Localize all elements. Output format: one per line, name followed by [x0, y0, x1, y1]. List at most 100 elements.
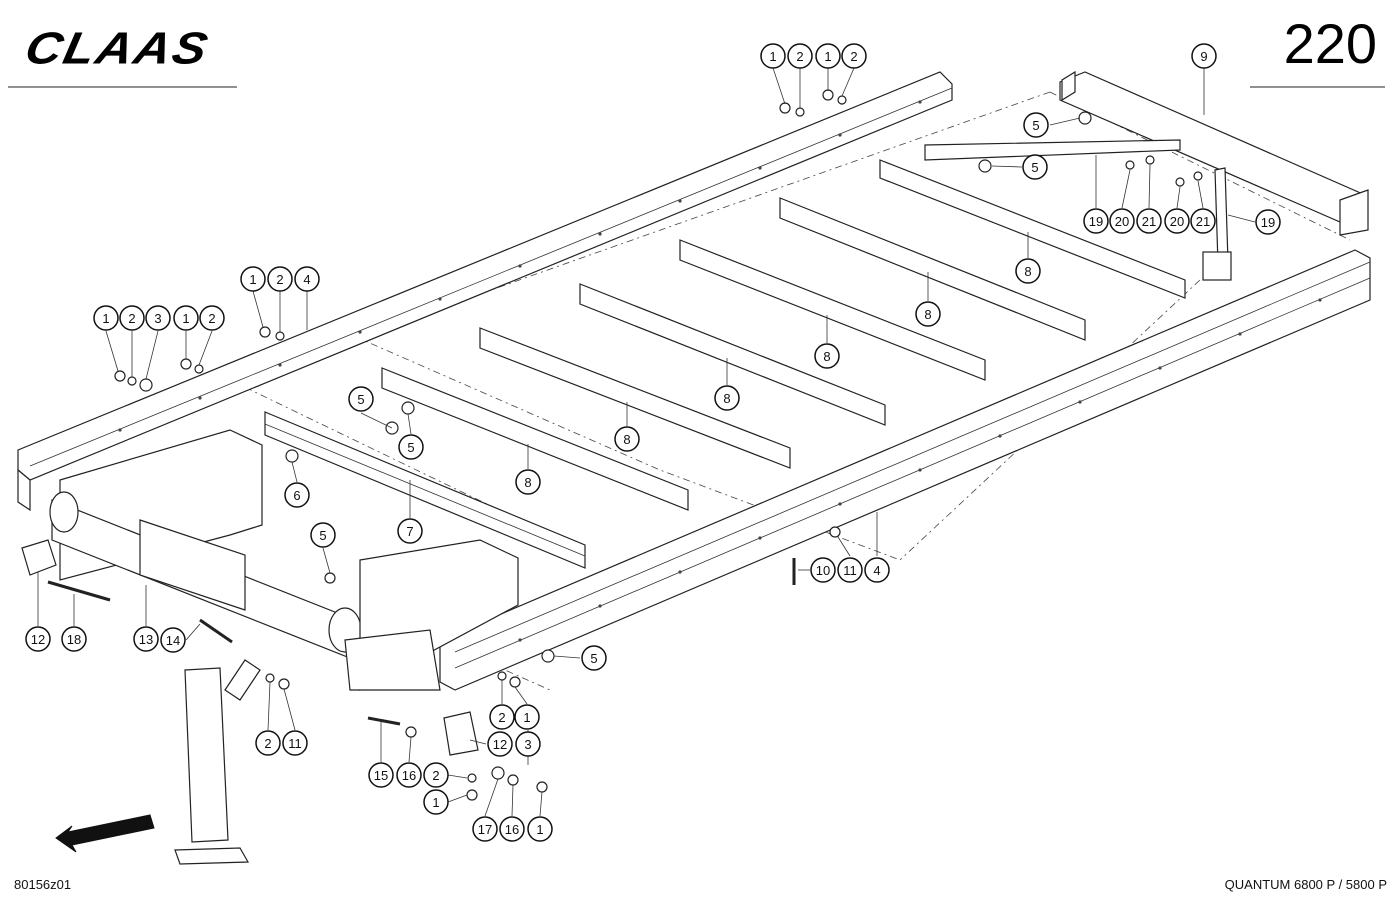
callout-label: 3 [524, 737, 531, 752]
callout-label: 1 [536, 822, 543, 837]
callout-label: 1 [102, 311, 109, 326]
callout-label: 8 [924, 307, 931, 322]
callout-label: 18 [67, 632, 81, 647]
callout-circle [133, 626, 159, 652]
callout-12: 12 [25, 626, 51, 652]
callout-label: 8 [723, 391, 730, 406]
callout-5: 5 [1022, 154, 1048, 180]
callout-label: 17 [478, 822, 492, 837]
callout-label: 4 [303, 272, 310, 287]
callout-label: 2 [208, 311, 215, 326]
callout-circle [93, 305, 119, 331]
callout-circle [1083, 208, 1109, 234]
callout-label: 8 [623, 432, 630, 447]
callout-4: 4 [864, 557, 890, 583]
callout-circle [1136, 208, 1162, 234]
callout-8: 8 [1015, 258, 1041, 284]
callout-label: 5 [590, 651, 597, 666]
callout-circle [423, 762, 449, 788]
callout-20: 20 [1109, 208, 1135, 234]
callout-6: 6 [284, 482, 310, 508]
bracket-12-bottom [443, 711, 479, 756]
callout-2: 2 [119, 305, 145, 331]
callout-label: 1 [523, 710, 530, 725]
callout-circle [472, 816, 498, 842]
callout-label: 19 [1089, 214, 1103, 229]
callout-10: 10 [810, 557, 836, 583]
callout-circle [423, 789, 449, 815]
callout-1: 1 [240, 266, 266, 292]
callout-circle [487, 731, 513, 757]
callout-label: 1 [769, 49, 776, 64]
callout-label: 15 [374, 768, 388, 783]
callout-label: 21 [1196, 214, 1210, 229]
callout-8: 8 [714, 385, 740, 411]
callout-circle [397, 518, 423, 544]
callout-circle [499, 816, 525, 842]
callout-16: 16 [396, 762, 422, 788]
callout-20: 20 [1164, 208, 1190, 234]
callout-circle [1109, 208, 1135, 234]
left-side-member [17, 71, 953, 512]
callout-label: 16 [505, 822, 519, 837]
pin-18 [47, 580, 111, 602]
callout-label: 1 [432, 795, 439, 810]
callout-label: 6 [293, 488, 300, 503]
callout-label: 8 [1024, 264, 1031, 279]
callout-circle [515, 469, 541, 495]
callout-2: 2 [199, 305, 225, 331]
callout-circle [398, 434, 424, 460]
callout-5: 5 [348, 386, 374, 412]
callout-label: 2 [276, 272, 283, 287]
callout-label: 14 [166, 633, 180, 648]
callout-label: 5 [319, 528, 326, 543]
callout-11: 11 [837, 557, 863, 583]
callout-1: 1 [815, 43, 841, 69]
callout-19: 19 [1083, 208, 1109, 234]
callout-16: 16 [499, 816, 525, 842]
cross-member-7 [264, 411, 586, 569]
callout-17: 17 [472, 816, 498, 842]
callout-label: 2 [498, 710, 505, 725]
callout-3: 3 [145, 305, 171, 331]
callout-circle [396, 762, 422, 788]
callout-2: 2 [787, 43, 813, 69]
callout-8: 8 [814, 343, 840, 369]
callout-14: 14 [160, 627, 186, 653]
diagonal-braces-19 [924, 139, 1232, 281]
callout-label: 16 [402, 768, 416, 783]
callout-label: 5 [1031, 160, 1038, 175]
callout-circle [614, 426, 640, 452]
leader-lines [37, 67, 1256, 817]
callout-2: 2 [255, 730, 281, 756]
callout-label: 8 [524, 475, 531, 490]
callout-circle [837, 557, 863, 583]
callout-21: 21 [1136, 208, 1162, 234]
callout-label: 3 [154, 311, 161, 326]
callout-3: 3 [515, 731, 541, 757]
callout-12: 12 [487, 731, 513, 757]
callout-circle [1255, 209, 1281, 235]
callout-circle [267, 266, 293, 292]
callout-1: 1 [514, 704, 540, 730]
callout-label: 12 [493, 737, 507, 752]
callout-8: 8 [515, 469, 541, 495]
callout-circle [284, 482, 310, 508]
callout-label: 13 [139, 632, 153, 647]
callout-8: 8 [915, 301, 941, 327]
callout-label: 20 [1170, 214, 1184, 229]
callout-circle [810, 557, 836, 583]
callout-7: 7 [397, 518, 423, 544]
callout-label: 19 [1261, 215, 1275, 230]
callout-2: 2 [267, 266, 293, 292]
callout-label: 11 [288, 736, 302, 751]
callout-label: 12 [31, 632, 45, 647]
callout-2: 2 [489, 704, 515, 730]
callout-circle [515, 731, 541, 757]
callout-circle [1022, 154, 1048, 180]
rear-frame-9 [1059, 70, 1369, 236]
callout-label: 4 [873, 563, 880, 578]
callout-circle [815, 43, 841, 69]
